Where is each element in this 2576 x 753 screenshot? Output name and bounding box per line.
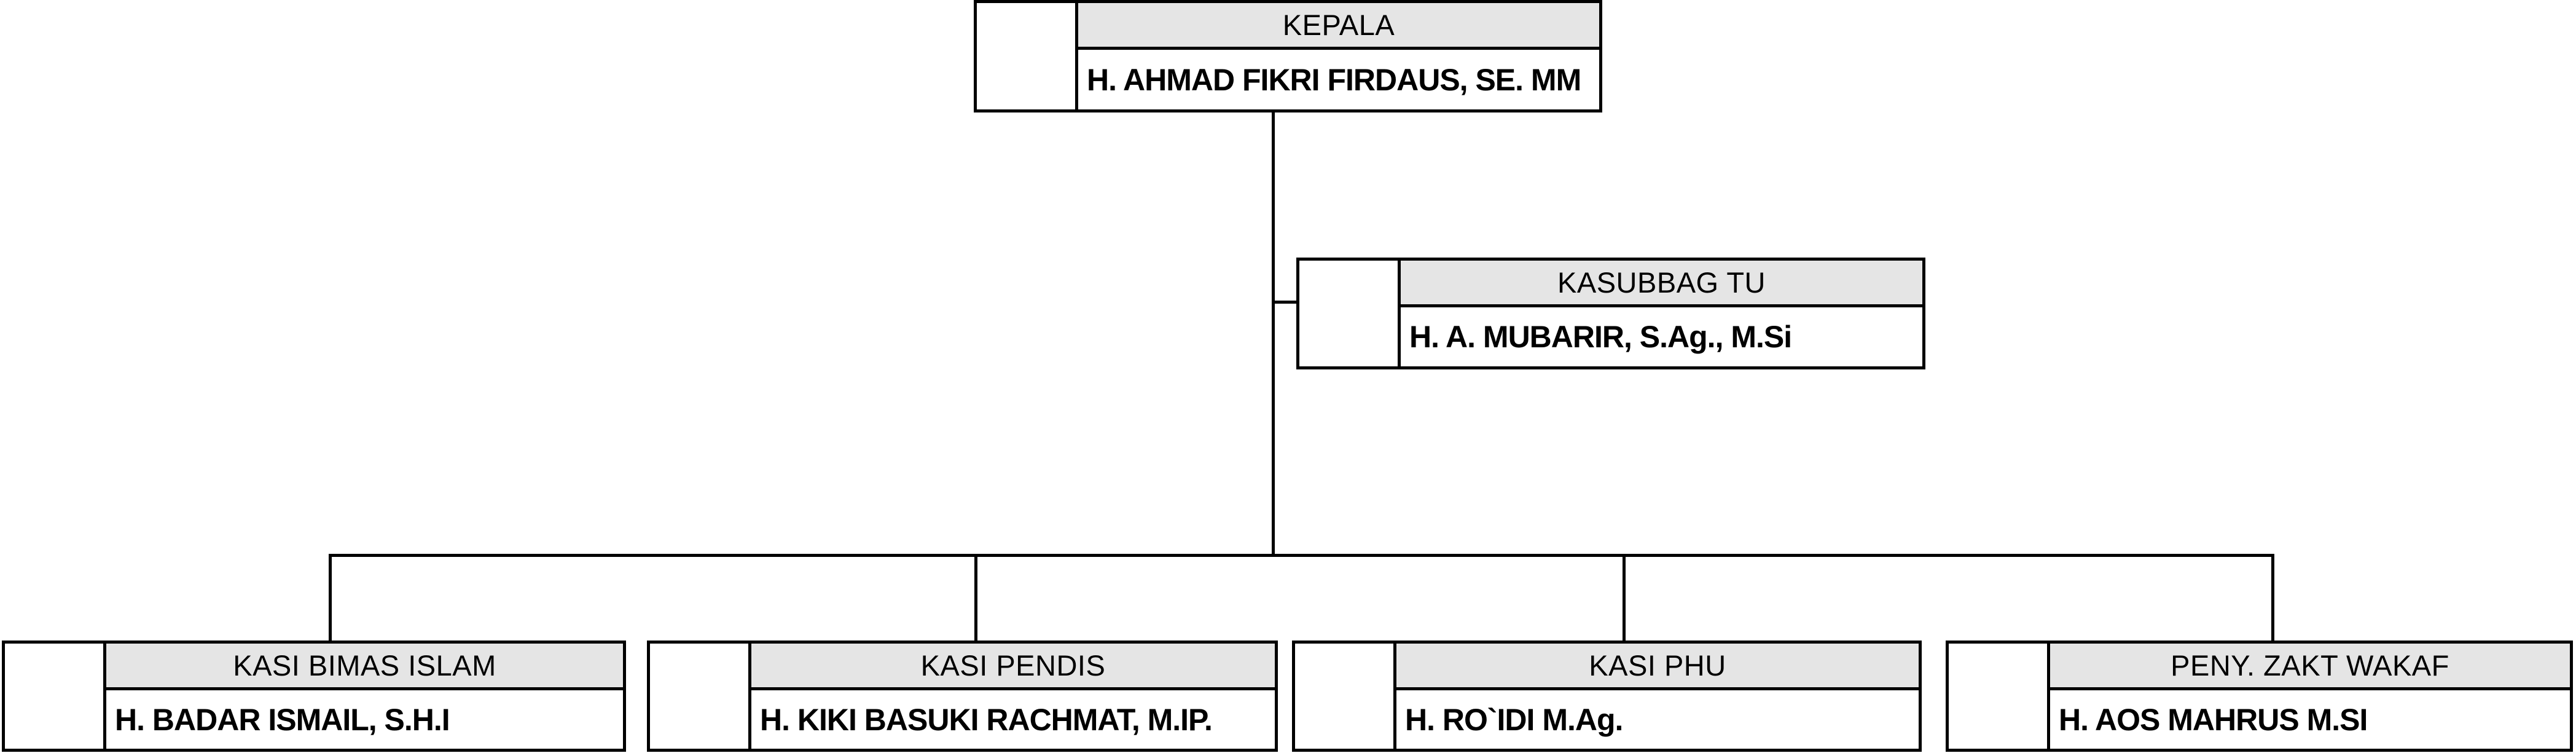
org-box-kasubbag-tu-content: KASUBBAG TU H. A. MUBARIR, S.Ag., M.Si <box>1401 261 1922 366</box>
position-title-kasi-bimas-islam: KASI BIMAS ISLAM <box>106 644 623 690</box>
org-box-kasi-phu: KASI PHU H. RO`IDI M.Ag. <box>1292 641 1922 752</box>
photo-placeholder-peny-zakt-wakaf <box>1949 644 2050 749</box>
officer-name-kasi-pendis: H. KIKI BASUKI RACHMAT, M.IP. <box>760 702 1213 737</box>
connector-drop-kasi-bimas-islam <box>329 554 332 641</box>
position-title-kasubbag-tu: KASUBBAG TU <box>1401 261 1922 307</box>
org-box-kasi-bimas-islam-content: KASI BIMAS ISLAM H. BADAR ISMAIL, S.H.I <box>106 644 623 749</box>
connector-kepala-vertical <box>1272 112 1275 557</box>
position-title-kasi-pendis: KASI PENDIS <box>751 644 1275 690</box>
connector-drop-peny-zakt-wakaf <box>2271 554 2274 641</box>
position-title-kepala: KEPALA <box>1078 3 1599 50</box>
org-box-kepala-content: KEPALA H. AHMAD FIKRI FIRDAUS, SE. MM <box>1078 3 1599 109</box>
photo-placeholder-kepala <box>977 3 1078 109</box>
photo-placeholder-kasubbag-tu <box>1299 261 1401 366</box>
org-box-kepala: KEPALA H. AHMAD FIKRI FIRDAUS, SE. MM <box>974 0 1602 112</box>
officer-name-kasi-bimas-islam: H. BADAR ISMAIL, S.H.I <box>115 702 450 737</box>
position-title-peny-zakt-wakaf: PENY. ZAKT WAKAF <box>2050 644 2570 690</box>
photo-placeholder-kasi-phu <box>1295 644 1396 749</box>
position-title-kasi-phu: KASI PHU <box>1396 644 1919 690</box>
org-box-kasi-pendis: KASI PENDIS H. KIKI BASUKI RACHMAT, M.IP… <box>647 641 1278 752</box>
photo-placeholder-kasi-pendis <box>650 644 751 749</box>
officer-name-peny-zakt-wakaf: H. AOS MAHRUS M.SI <box>2059 702 2368 737</box>
connector-drop-kasi-pendis <box>974 554 977 641</box>
connector-horizontal-distribution <box>329 554 2274 557</box>
officer-name-kasubbag-tu: H. A. MUBARIR, S.Ag., M.Si <box>1409 320 1792 354</box>
connector-kasubbag-stub <box>1272 301 1299 304</box>
org-box-kasi-phu-content: KASI PHU H. RO`IDI M.Ag. <box>1396 644 1919 749</box>
org-box-kasi-bimas-islam: KASI BIMAS ISLAM H. BADAR ISMAIL, S.H.I <box>2 641 626 752</box>
photo-placeholder-kasi-bimas-islam <box>5 644 106 749</box>
org-box-kasi-pendis-content: KASI PENDIS H. KIKI BASUKI RACHMAT, M.IP… <box>751 644 1275 749</box>
connector-drop-kasi-phu <box>1623 554 1626 641</box>
officer-name-kepala: H. AHMAD FIKRI FIRDAUS, SE. MM <box>1087 62 1581 97</box>
org-box-peny-zakt-wakaf: PENY. ZAKT WAKAF H. AOS MAHRUS M.SI <box>1946 641 2573 752</box>
org-box-peny-zakt-wakaf-content: PENY. ZAKT WAKAF H. AOS MAHRUS M.SI <box>2050 644 2570 749</box>
org-box-kasubbag-tu: KASUBBAG TU H. A. MUBARIR, S.Ag., M.Si <box>1296 258 1925 369</box>
officer-name-kasi-phu: H. RO`IDI M.Ag. <box>1405 702 1623 737</box>
